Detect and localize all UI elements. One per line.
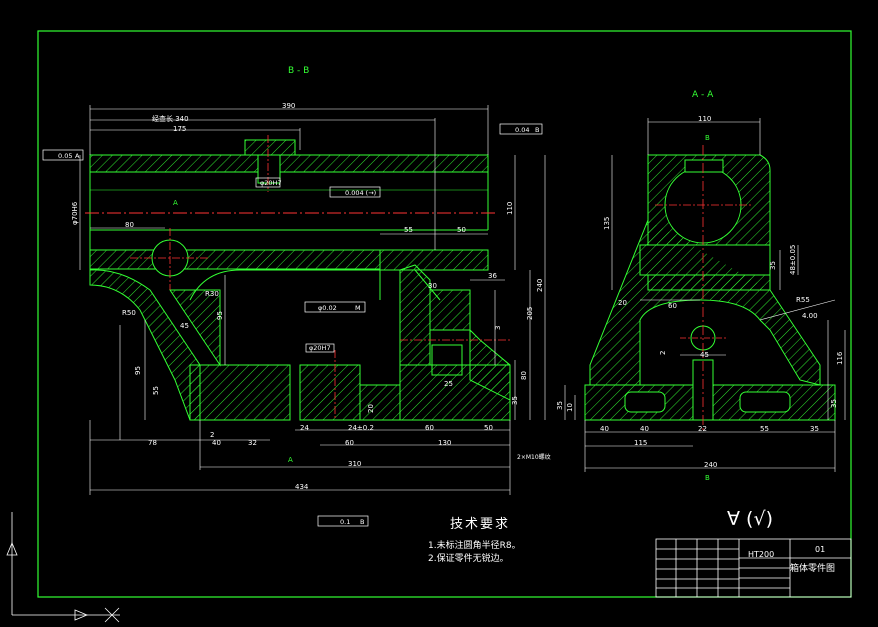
dim-60b: 60 bbox=[425, 424, 434, 432]
dim-30: 30 bbox=[428, 282, 437, 290]
dim-40: 40 bbox=[212, 439, 221, 447]
section-bb-view bbox=[85, 135, 511, 421]
aa-dim-116: 116 bbox=[836, 351, 844, 365]
aa-dim-35: 35 bbox=[556, 401, 564, 410]
aa-dim-10: 10 bbox=[566, 403, 574, 412]
dim-340: 经查长 340 bbox=[152, 114, 189, 123]
dim-205: 205 bbox=[526, 307, 534, 320]
dim-95: 95 bbox=[216, 311, 224, 320]
aa-dim-110: 110 bbox=[698, 115, 711, 123]
aa-dim-240: 240 bbox=[704, 461, 717, 469]
tol-perp1-ref: B bbox=[535, 126, 539, 134]
aa-dim-40b: 40 bbox=[640, 425, 649, 433]
tol-flat-ref: A bbox=[75, 152, 80, 160]
aa-dim-35b: 35 bbox=[810, 425, 819, 433]
dim-35: 35 bbox=[511, 396, 519, 405]
dim-434: 434 bbox=[295, 483, 309, 491]
dim-55v: 55 bbox=[152, 386, 160, 395]
tech-requirements-title: 技术要求 bbox=[450, 517, 511, 532]
roughness-symbol: ∀ (√) bbox=[727, 508, 773, 530]
tol-parallel: 0.004 (→) bbox=[345, 189, 376, 197]
tol-small-hole: φ20H7 bbox=[309, 344, 331, 352]
tol-bottom-value: 0.1 bbox=[340, 518, 350, 526]
tol-center-hole: φ20H7 bbox=[260, 179, 282, 187]
aa-section-mark-top: B bbox=[705, 134, 710, 142]
bb-dimension-lines bbox=[79, 105, 546, 495]
aa-dimension-lines bbox=[564, 118, 846, 472]
aa-dim-22: 22 bbox=[698, 425, 707, 433]
drawing-frame bbox=[37, 30, 852, 598]
section-aa-view bbox=[584, 145, 836, 430]
note-thread: 2×M10螺纹 bbox=[517, 453, 551, 461]
dim-3: 3 bbox=[494, 326, 502, 330]
aa-dim-4: 4.00 bbox=[802, 312, 818, 320]
title-material: HT200 bbox=[748, 550, 774, 559]
aa-dim-40a: 40 bbox=[600, 425, 609, 433]
dim-50b: 50 bbox=[484, 424, 493, 432]
dim-phi116: φ70H6 bbox=[71, 201, 79, 225]
dim-36: 36 bbox=[488, 272, 497, 280]
tol-flat-value: 0.05 bbox=[58, 152, 72, 160]
tol-position-ref: M bbox=[355, 304, 361, 312]
aa-dim-55: 55 bbox=[760, 425, 769, 433]
section-mark-b2: A bbox=[288, 456, 293, 464]
dim-2: 2 bbox=[210, 431, 214, 439]
aa-section-mark-bottom: B bbox=[705, 474, 710, 482]
aa-dim-60: 60 bbox=[668, 302, 677, 310]
dim-32: 32 bbox=[248, 439, 257, 447]
aa-dim-45: 45 bbox=[700, 351, 709, 359]
roughness-text: (√) bbox=[746, 508, 773, 530]
aa-dim-r55: R55 bbox=[796, 296, 810, 304]
dim-r30: R30 bbox=[205, 290, 219, 298]
title-number: 01 bbox=[815, 545, 825, 554]
dim-175: 175 bbox=[173, 125, 186, 133]
section-bb-label: B - B bbox=[288, 66, 309, 76]
title-block bbox=[655, 538, 852, 598]
dim-45: 45 bbox=[180, 322, 189, 330]
dim-95b: 95 bbox=[134, 366, 142, 375]
dim-240: 240 bbox=[536, 279, 544, 292]
dim-310: 310 bbox=[348, 460, 361, 468]
roughness-check-icon: ∀ bbox=[727, 508, 740, 530]
dim-24: 24 bbox=[300, 424, 309, 432]
dim-130: 130 bbox=[438, 439, 451, 447]
tol-position: φ0.02 bbox=[318, 304, 337, 312]
dim-60: 60 bbox=[345, 439, 354, 447]
dim-78: 78 bbox=[148, 439, 157, 447]
dim-25: 25 bbox=[444, 380, 453, 388]
aa-dim-2: 2 bbox=[659, 351, 667, 355]
section-aa-label: A - A bbox=[692, 90, 714, 100]
tech-requirements-notes: 1.未标注圆角半径R8。 2.保证零件无锐边。 bbox=[428, 540, 521, 566]
aa-dim-20: 20 bbox=[618, 299, 627, 307]
dim-55: 55 bbox=[404, 226, 413, 234]
dim-80: 80 bbox=[125, 221, 134, 229]
dim-20: 20 bbox=[367, 404, 375, 413]
tol-bottom-ref: B bbox=[360, 518, 364, 526]
aa-dim-35c: 35 bbox=[769, 261, 777, 270]
ucs-icon bbox=[6, 512, 120, 623]
title-part-name: 箱体零件图 bbox=[790, 562, 835, 574]
dim-r50: R50 bbox=[122, 309, 136, 317]
dim-80v: 80 bbox=[520, 371, 528, 380]
dim-390: 390 bbox=[282, 102, 295, 110]
section-mark-b1: A bbox=[173, 199, 178, 207]
tech-note-2: 2.保证零件无锐边。 bbox=[428, 554, 509, 564]
tech-note-1: 1.未标注圆角半径R8。 bbox=[428, 541, 521, 551]
tol-perp1-value: 0.04 bbox=[515, 126, 529, 134]
dim-24-tol: 24±0.2 bbox=[348, 424, 374, 432]
aa-dim-135: 135 bbox=[603, 217, 611, 230]
aa-dim-115: 115 bbox=[634, 439, 647, 447]
tolerance-frames bbox=[42, 123, 543, 527]
dim-50: 50 bbox=[457, 226, 466, 234]
aa-dim-35v: 35 bbox=[830, 399, 838, 408]
dim-110: 110 bbox=[506, 202, 514, 215]
aa-dim-48: 48±0.05 bbox=[789, 245, 797, 275]
